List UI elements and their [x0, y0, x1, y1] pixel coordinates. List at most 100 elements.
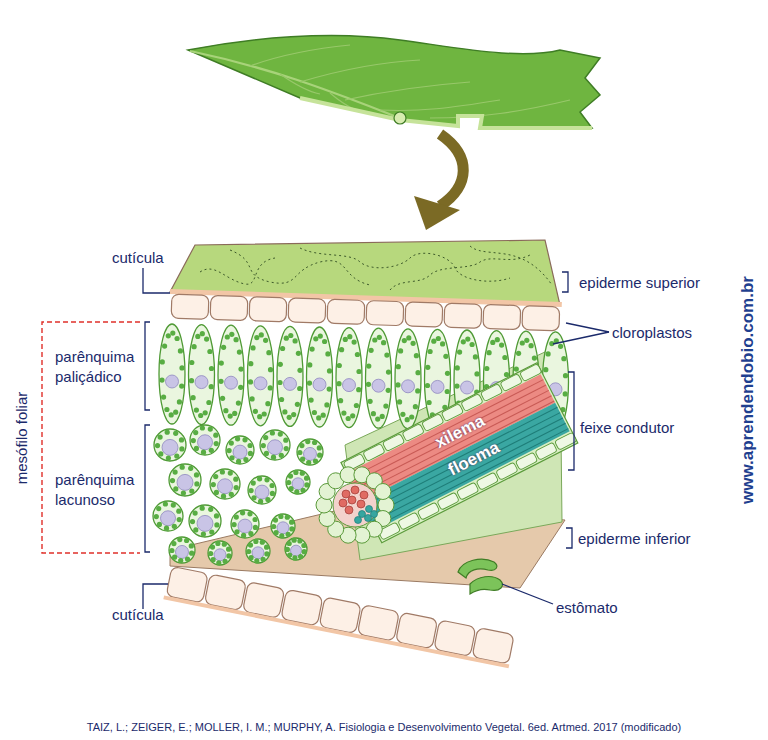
chloroplast: [400, 412, 405, 417]
nucleus: [254, 377, 267, 390]
chloroplast: [178, 558, 183, 563]
epidermis-cell: [366, 301, 404, 326]
chloroplast: [350, 413, 355, 418]
epidermis-cell: [444, 303, 482, 328]
chloroplast: [280, 346, 285, 351]
chloroplast: [159, 378, 164, 383]
cell-outline-dotted: [200, 258, 275, 284]
chloroplast: [234, 485, 239, 490]
chloroplast: [313, 336, 318, 341]
chloroplast: [248, 451, 253, 456]
chloroplast: [347, 334, 352, 339]
chloroplast: [297, 386, 302, 391]
chloroplast: [296, 351, 301, 356]
chloroplast: [209, 384, 214, 389]
chloroplast: [300, 471, 305, 476]
chloroplast: [191, 395, 196, 400]
spongy-cell: [190, 425, 220, 455]
chloroplast: [366, 364, 371, 369]
chloroplast: [263, 338, 268, 343]
guard-cell: [458, 559, 497, 578]
chloroplast: [282, 409, 287, 414]
chloroplast: [443, 354, 448, 359]
chloroplast: [431, 339, 436, 344]
chloroplast: [369, 348, 374, 353]
chloroplast: [283, 438, 288, 443]
palisade-cell: [159, 324, 185, 424]
chloroplast: [396, 364, 401, 369]
chloroplast: [254, 335, 259, 340]
chloroplast: [398, 348, 403, 353]
chloroplast: [425, 365, 430, 370]
epidermis-cell: [522, 306, 560, 331]
chloroplast: [288, 333, 293, 338]
spongy-cell: [169, 464, 201, 496]
chloroplast: [208, 507, 213, 512]
tissue-label: parênquima lacunoso: [55, 470, 145, 510]
spongy-cell: [189, 505, 221, 537]
chloroplast: [248, 361, 253, 366]
chloroplast: [264, 477, 269, 482]
chloroplast: [561, 356, 566, 361]
nucleus: [198, 435, 213, 450]
chloroplast: [251, 345, 256, 350]
chloroplast: [495, 337, 500, 342]
epidermis-cell: [288, 298, 326, 323]
chloroplast: [200, 506, 205, 511]
chloroplast: [214, 513, 219, 518]
chloroplast: [222, 542, 227, 547]
cell-outline-dotted: [300, 248, 510, 281]
leader-line: [143, 584, 168, 609]
chloroplast: [158, 451, 163, 456]
chloroplast: [173, 410, 178, 415]
cuticle-label: cutícula: [112, 248, 164, 268]
chloroplast: [465, 337, 470, 342]
chloroplast: [316, 415, 321, 420]
chloroplast: [223, 559, 228, 564]
chloroplast: [223, 408, 228, 413]
chloroplast: [312, 410, 317, 415]
nucleus: [431, 380, 444, 393]
spongy-cell: [153, 501, 183, 531]
chloroplast: [406, 335, 411, 340]
chloroplast: [194, 472, 199, 477]
xylem-vessel: [342, 490, 350, 498]
sheath-cell: [375, 484, 391, 500]
cuticle-layer: [163, 595, 509, 668]
chloroplast: [162, 344, 167, 349]
chloroplast: [265, 401, 270, 406]
chloroplast: [287, 553, 292, 558]
nucleus: [176, 545, 189, 558]
chloroplast: [191, 438, 196, 443]
chloroplast: [563, 373, 568, 378]
chloroplast: [470, 342, 475, 347]
chloroplast: [169, 412, 174, 417]
chloroplast: [226, 553, 231, 558]
chloroplast: [229, 332, 234, 337]
xylem-vessel: [357, 500, 365, 508]
chloroplast: [169, 548, 174, 553]
chloroplast: [259, 332, 264, 337]
chloroplast: [301, 488, 306, 493]
arrow-head: [414, 196, 460, 230]
chloroplast: [302, 549, 307, 554]
nucleus: [233, 445, 247, 459]
spongy-cell: [297, 439, 323, 465]
chloroplast: [179, 446, 184, 451]
chloroplast: [445, 371, 450, 376]
chloroplast: [343, 337, 348, 342]
chloroplast: [304, 482, 309, 487]
chloroplast: [371, 411, 376, 416]
chloroplast: [220, 469, 225, 474]
cell-outline-dotted: [230, 250, 370, 285]
cell-outline-dotted: [390, 255, 530, 290]
tissue-label: parênquima paliçádico: [55, 347, 145, 387]
chloroplast: [306, 460, 311, 465]
spongy-cell: [231, 510, 259, 538]
arrow-shaft: [440, 134, 463, 206]
chloroplast: [156, 506, 161, 511]
nucleus: [177, 474, 193, 490]
spongy-cell: [154, 429, 186, 461]
chloroplast: [278, 362, 283, 367]
palisade-cell: [277, 326, 303, 426]
